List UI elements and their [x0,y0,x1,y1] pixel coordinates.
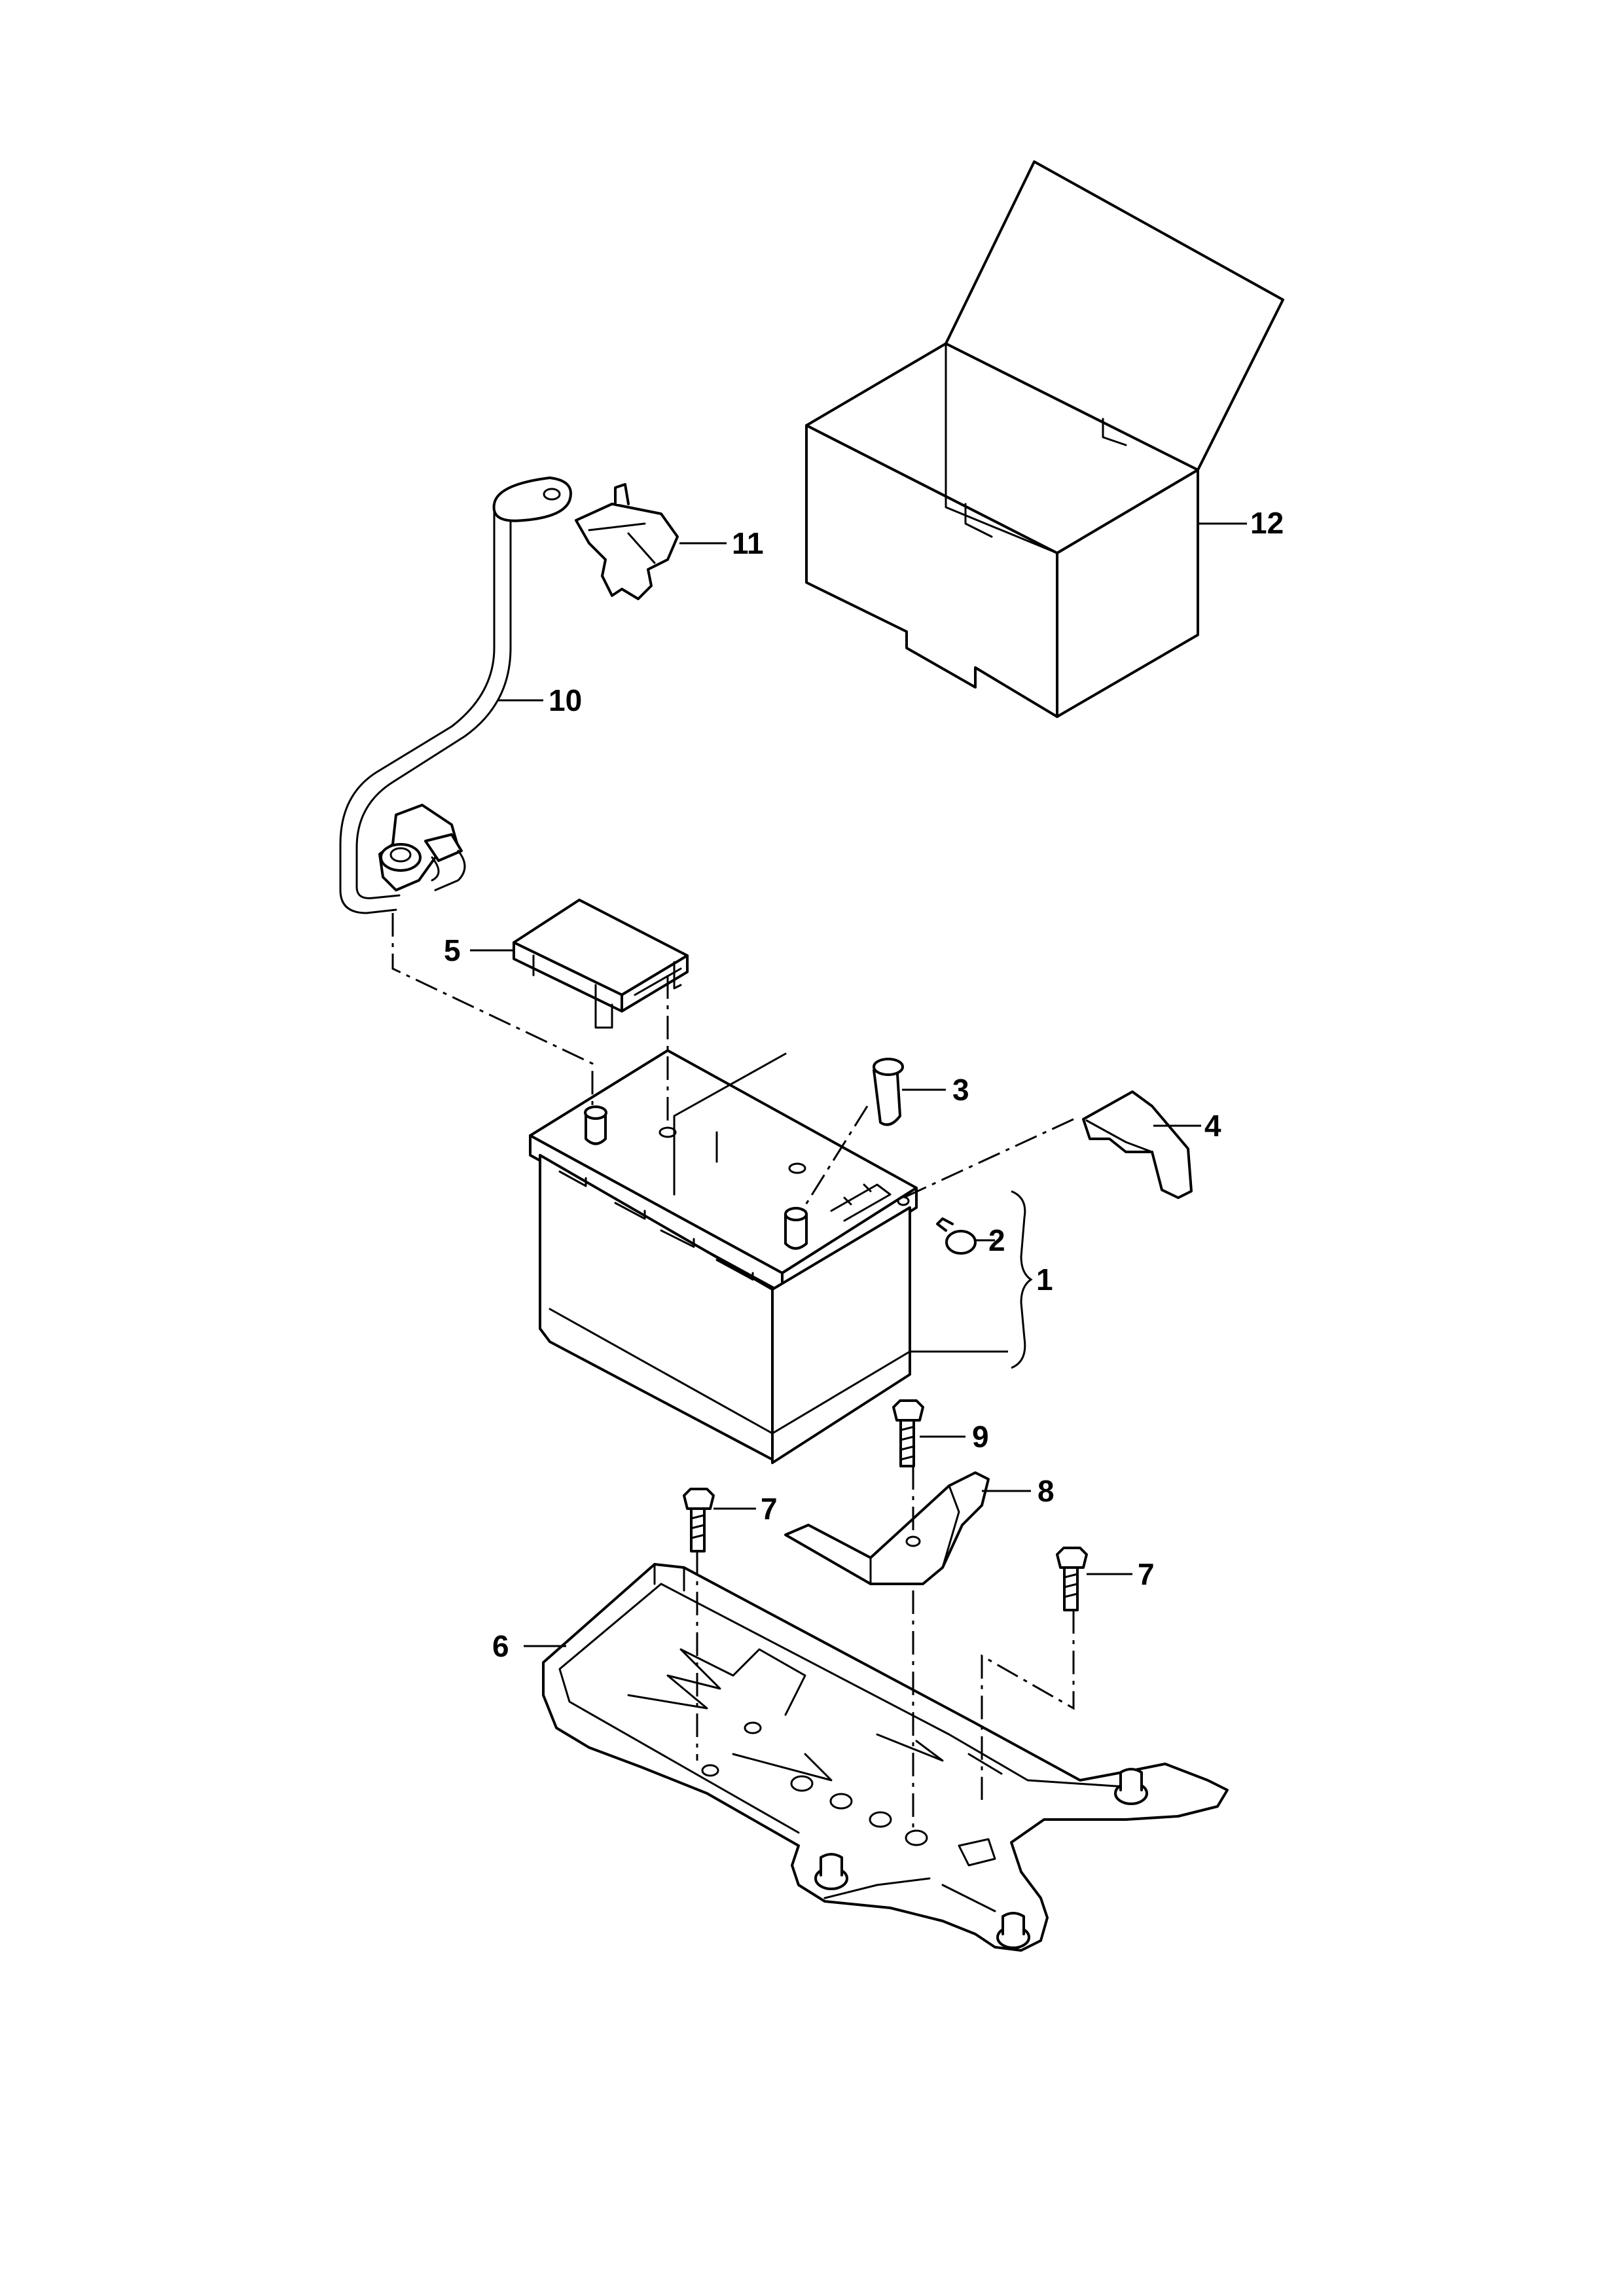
plug [936,1217,977,1255]
callout-2: 2 [988,1223,1005,1257]
terminal-cover [1082,1090,1193,1199]
insulation-box [805,160,1284,718]
callout-9: 9 [972,1420,989,1454]
terminal-cap [873,1058,904,1126]
clamp-bolt [892,1399,924,1467]
callout-7-left: 7 [761,1492,778,1526]
callouts: 12 11 10 5 3 4 2 1 9 8 7 7 6 [444,506,1284,1663]
battery-tray [542,1563,1229,1952]
callout-3: 3 [952,1073,969,1107]
callout-7-right: 7 [1138,1557,1155,1591]
battery [529,1049,918,1464]
callout-5: 5 [444,933,461,967]
tray-bolt-left [683,1488,715,1552]
callout-1: 1 [1036,1263,1053,1297]
ground-cable [339,476,572,914]
clamp [784,1471,990,1585]
callout-10: 10 [549,683,582,717]
cover [513,899,689,1029]
callout-11: 11 [732,526,764,560]
tray-bolt-right [1056,1547,1088,1611]
callout-leaders [470,522,1247,1647]
alignment-lines [391,913,1075,1833]
callout-6: 6 [492,1629,509,1663]
bracket [575,483,679,600]
callout-12: 12 [1250,506,1284,540]
callout-8: 8 [1038,1474,1055,1508]
callout-4: 4 [1204,1109,1221,1143]
